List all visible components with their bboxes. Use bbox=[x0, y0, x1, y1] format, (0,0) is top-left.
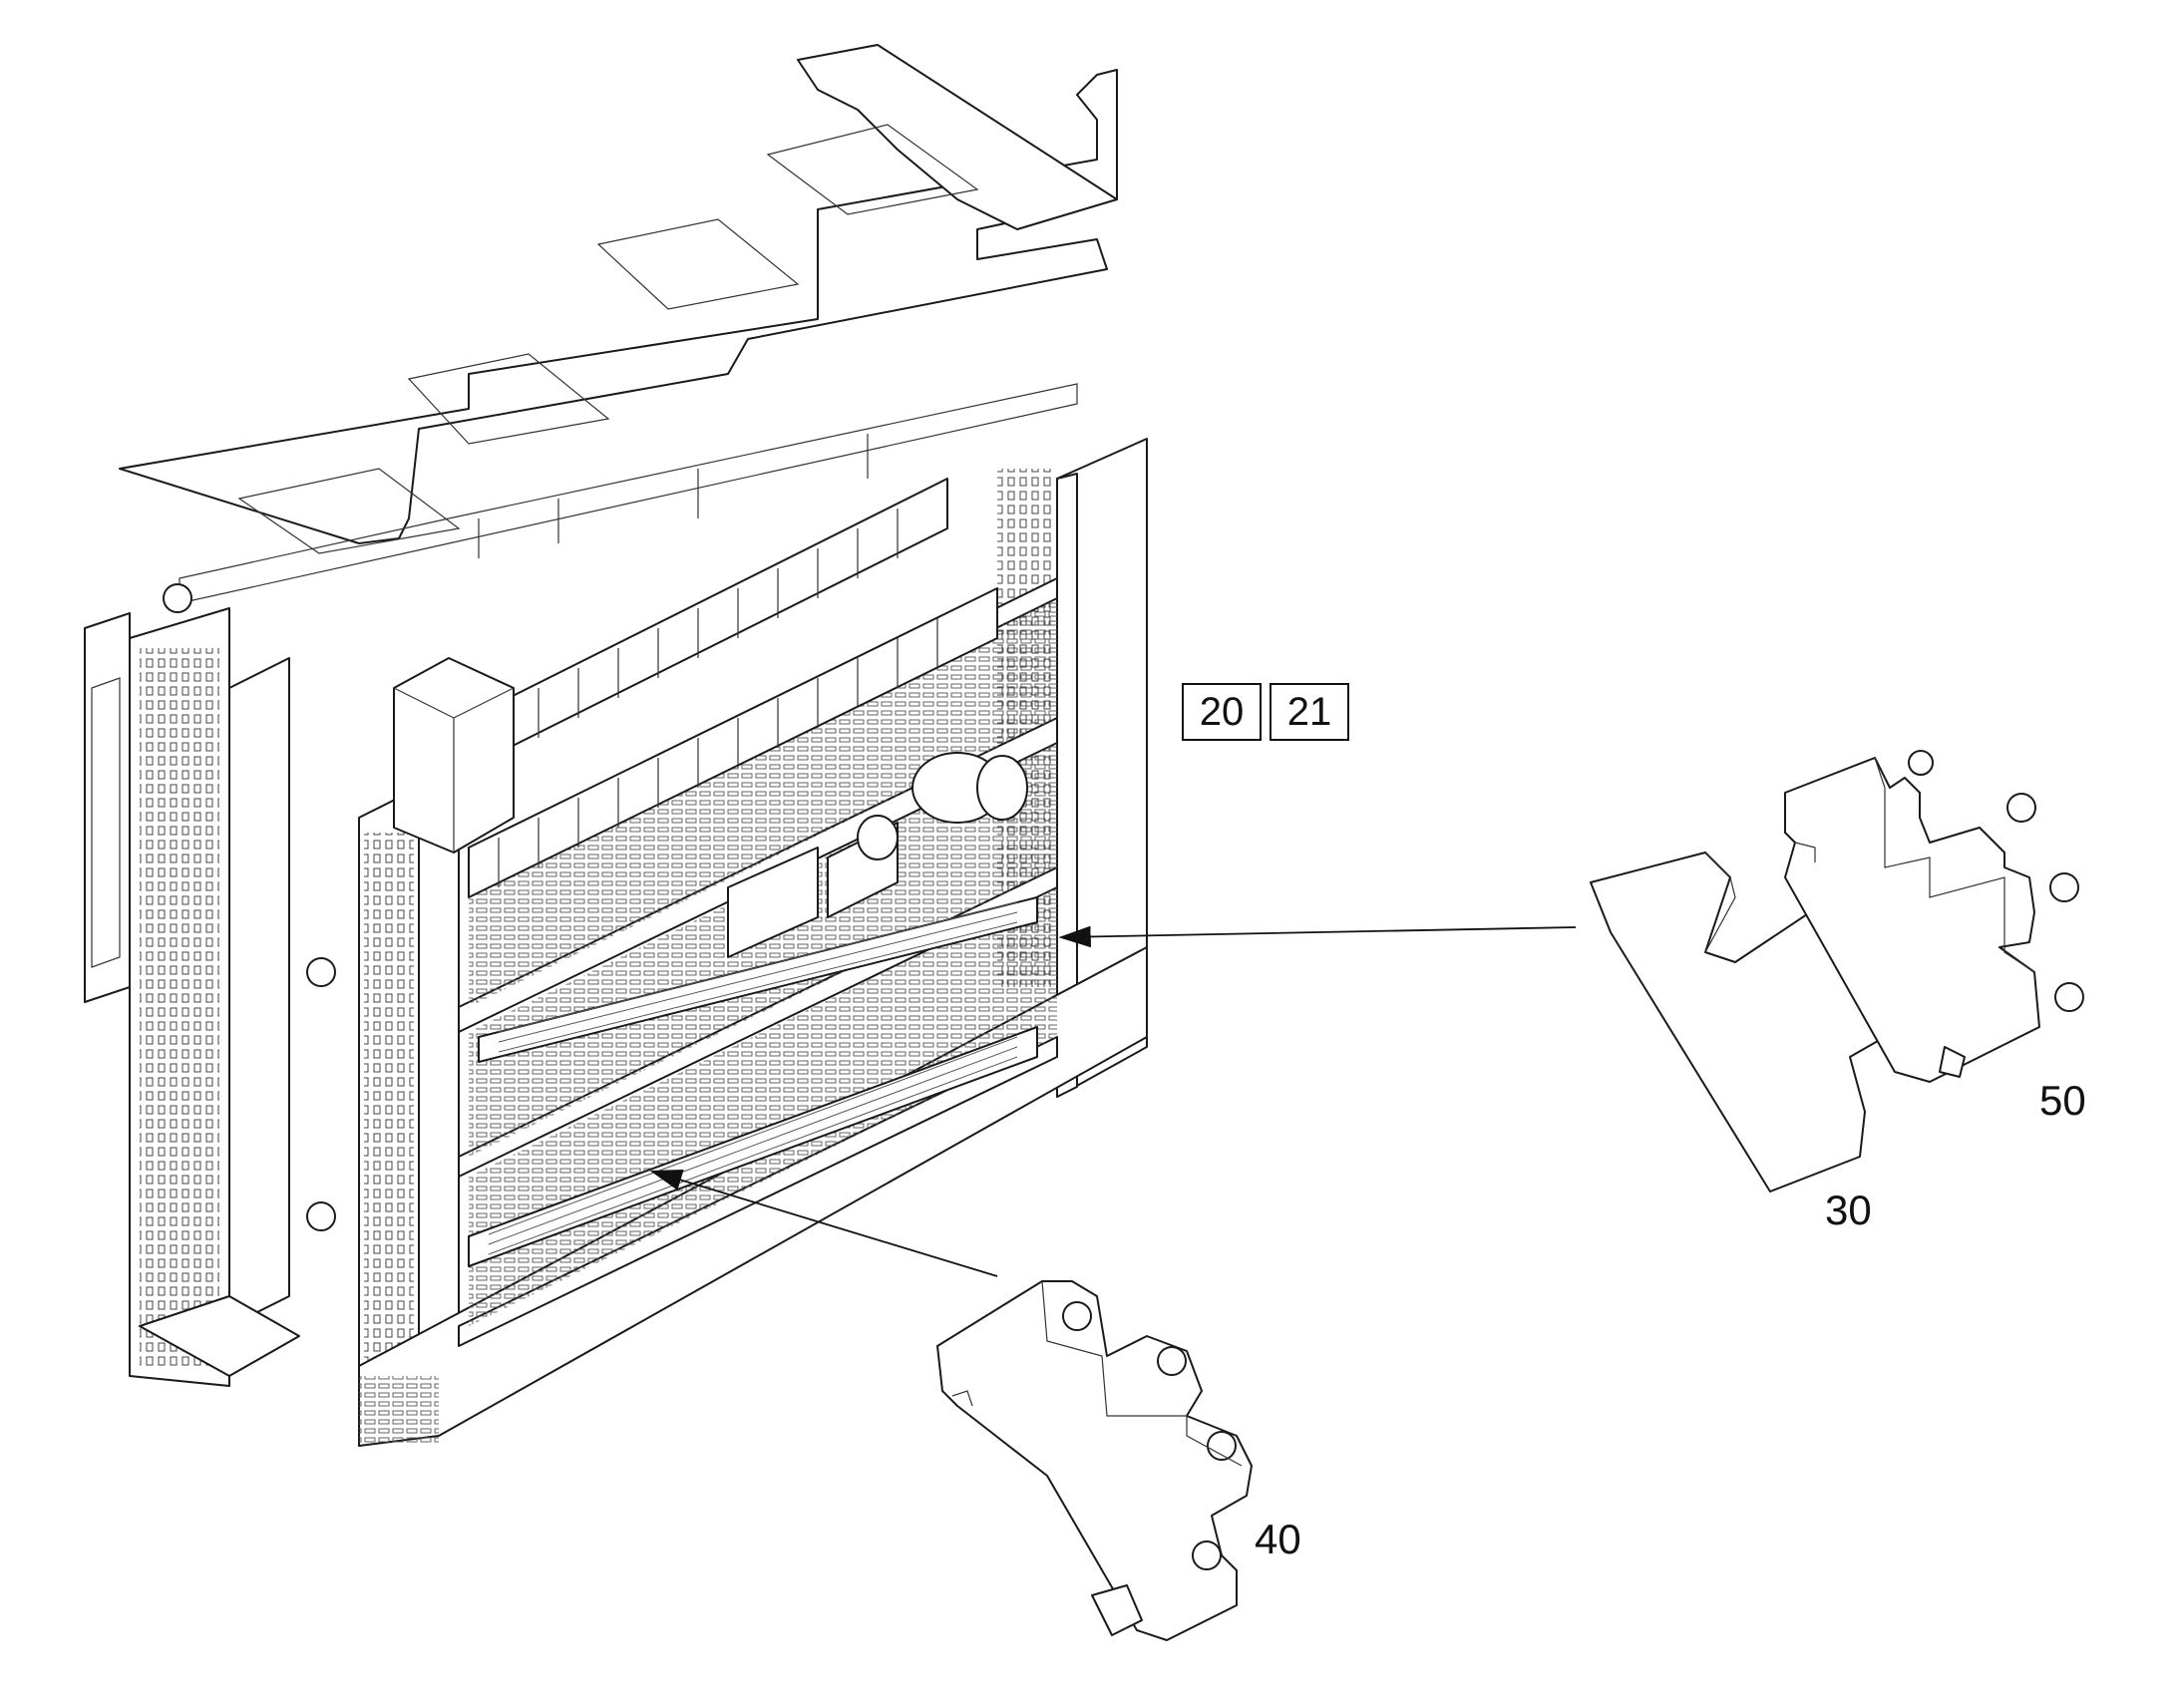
leader-to-upper-terminals bbox=[1058, 925, 1577, 948]
item-number-30: 30 bbox=[1825, 1187, 1872, 1233]
side-cover-panel bbox=[84, 583, 336, 1387]
terminal-block-row-upper bbox=[478, 896, 1038, 1063]
terminal-block-40 bbox=[936, 1280, 1253, 1641]
sheet-ref-box-21: 21 bbox=[1270, 683, 1349, 741]
item-number-40: 40 bbox=[1255, 1516, 1301, 1562]
item-number-50: 50 bbox=[2039, 1077, 2086, 1124]
sheet-ref-box-20: 20 bbox=[1182, 683, 1262, 741]
terminal-block-50 bbox=[1784, 750, 2084, 1083]
capacitor bbox=[911, 752, 1028, 824]
relay-row-middle bbox=[468, 587, 998, 898]
terminal-block-row-lower bbox=[468, 1026, 1038, 1267]
leader-to-lower-terminals bbox=[649, 1170, 998, 1277]
leader-lines bbox=[649, 925, 1577, 1277]
contactor-group bbox=[727, 815, 899, 958]
junction-box bbox=[393, 657, 515, 854]
top-mounting-frame bbox=[119, 44, 1118, 604]
